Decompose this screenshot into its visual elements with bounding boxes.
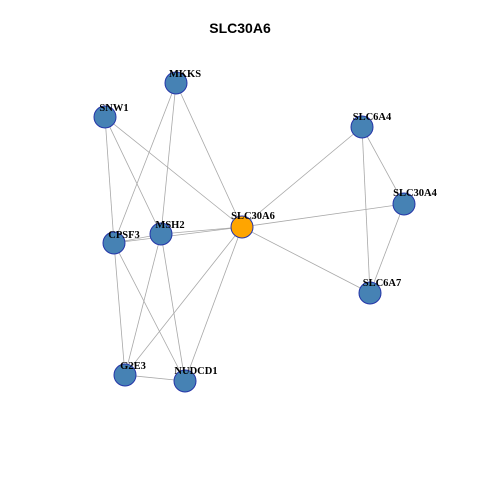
node-label-g2e3: G2E3: [120, 361, 146, 372]
nodes-layer: [93, 71, 416, 393]
node-slc30a4[interactable]: [392, 192, 416, 216]
edge-snw1-cpsf3: [104, 116, 115, 244]
edge-slc6a4-slc30a4: [361, 126, 405, 205]
node-label-slc6a7: SLC6A7: [363, 278, 402, 289]
edge-slc30a6-g2e3: [124, 226, 243, 376]
edge-mkks-msh2: [160, 82, 177, 235]
edge-mkks-cpsf3: [113, 82, 177, 244]
edge-slc6a4-slc30a6: [241, 126, 363, 228]
node-slc6a7[interactable]: [358, 281, 382, 305]
edge-slc30a4-slc30a6: [241, 203, 405, 228]
edge-cpsf3-nudcd1: [113, 242, 186, 382]
edge-slc30a6-cpsf3: [113, 226, 243, 244]
edge-slc30a6-nudcd1: [184, 226, 243, 382]
node-cpsf3[interactable]: [102, 231, 126, 255]
edge-cpsf3-g2e3: [113, 242, 126, 376]
node-label-slc30a4: SLC30A4: [393, 188, 438, 199]
node-label-cpsf3: CPSF3: [108, 230, 140, 241]
edge-msh2-nudcd1: [160, 233, 186, 382]
node-mkks[interactable]: [164, 71, 188, 95]
node-label-msh2: MSH2: [155, 220, 184, 231]
node-snw1[interactable]: [93, 105, 117, 129]
edge-slc6a4-slc6a7: [361, 126, 371, 294]
node-label-nudcd1: NUDCD1: [174, 366, 217, 377]
node-slc6a4[interactable]: [350, 115, 374, 139]
edge-mkks-slc30a6: [175, 82, 243, 228]
edge-msh2-g2e3: [124, 233, 162, 376]
node-msh2[interactable]: [149, 222, 173, 246]
edge-slc30a6-slc6a7: [241, 226, 371, 294]
edge-slc30a4-slc6a7: [369, 203, 405, 294]
node-label-mkks: MKKS: [169, 69, 201, 80]
edge-snw1-msh2: [104, 116, 162, 235]
graph-title: SLC30A6: [209, 20, 271, 36]
node-g2e3[interactable]: [113, 363, 137, 387]
edge-slc30a6-msh2: [160, 226, 243, 235]
node-label-slc6a4: SLC6A4: [353, 112, 392, 123]
edge-snw1-slc30a6: [104, 116, 243, 228]
node-nudcd1[interactable]: [173, 369, 197, 393]
node-slc30a6[interactable]: [230, 215, 254, 239]
node-label-snw1: SNW1: [99, 103, 128, 114]
node-label-slc30a6: SLC30A6: [231, 211, 275, 222]
